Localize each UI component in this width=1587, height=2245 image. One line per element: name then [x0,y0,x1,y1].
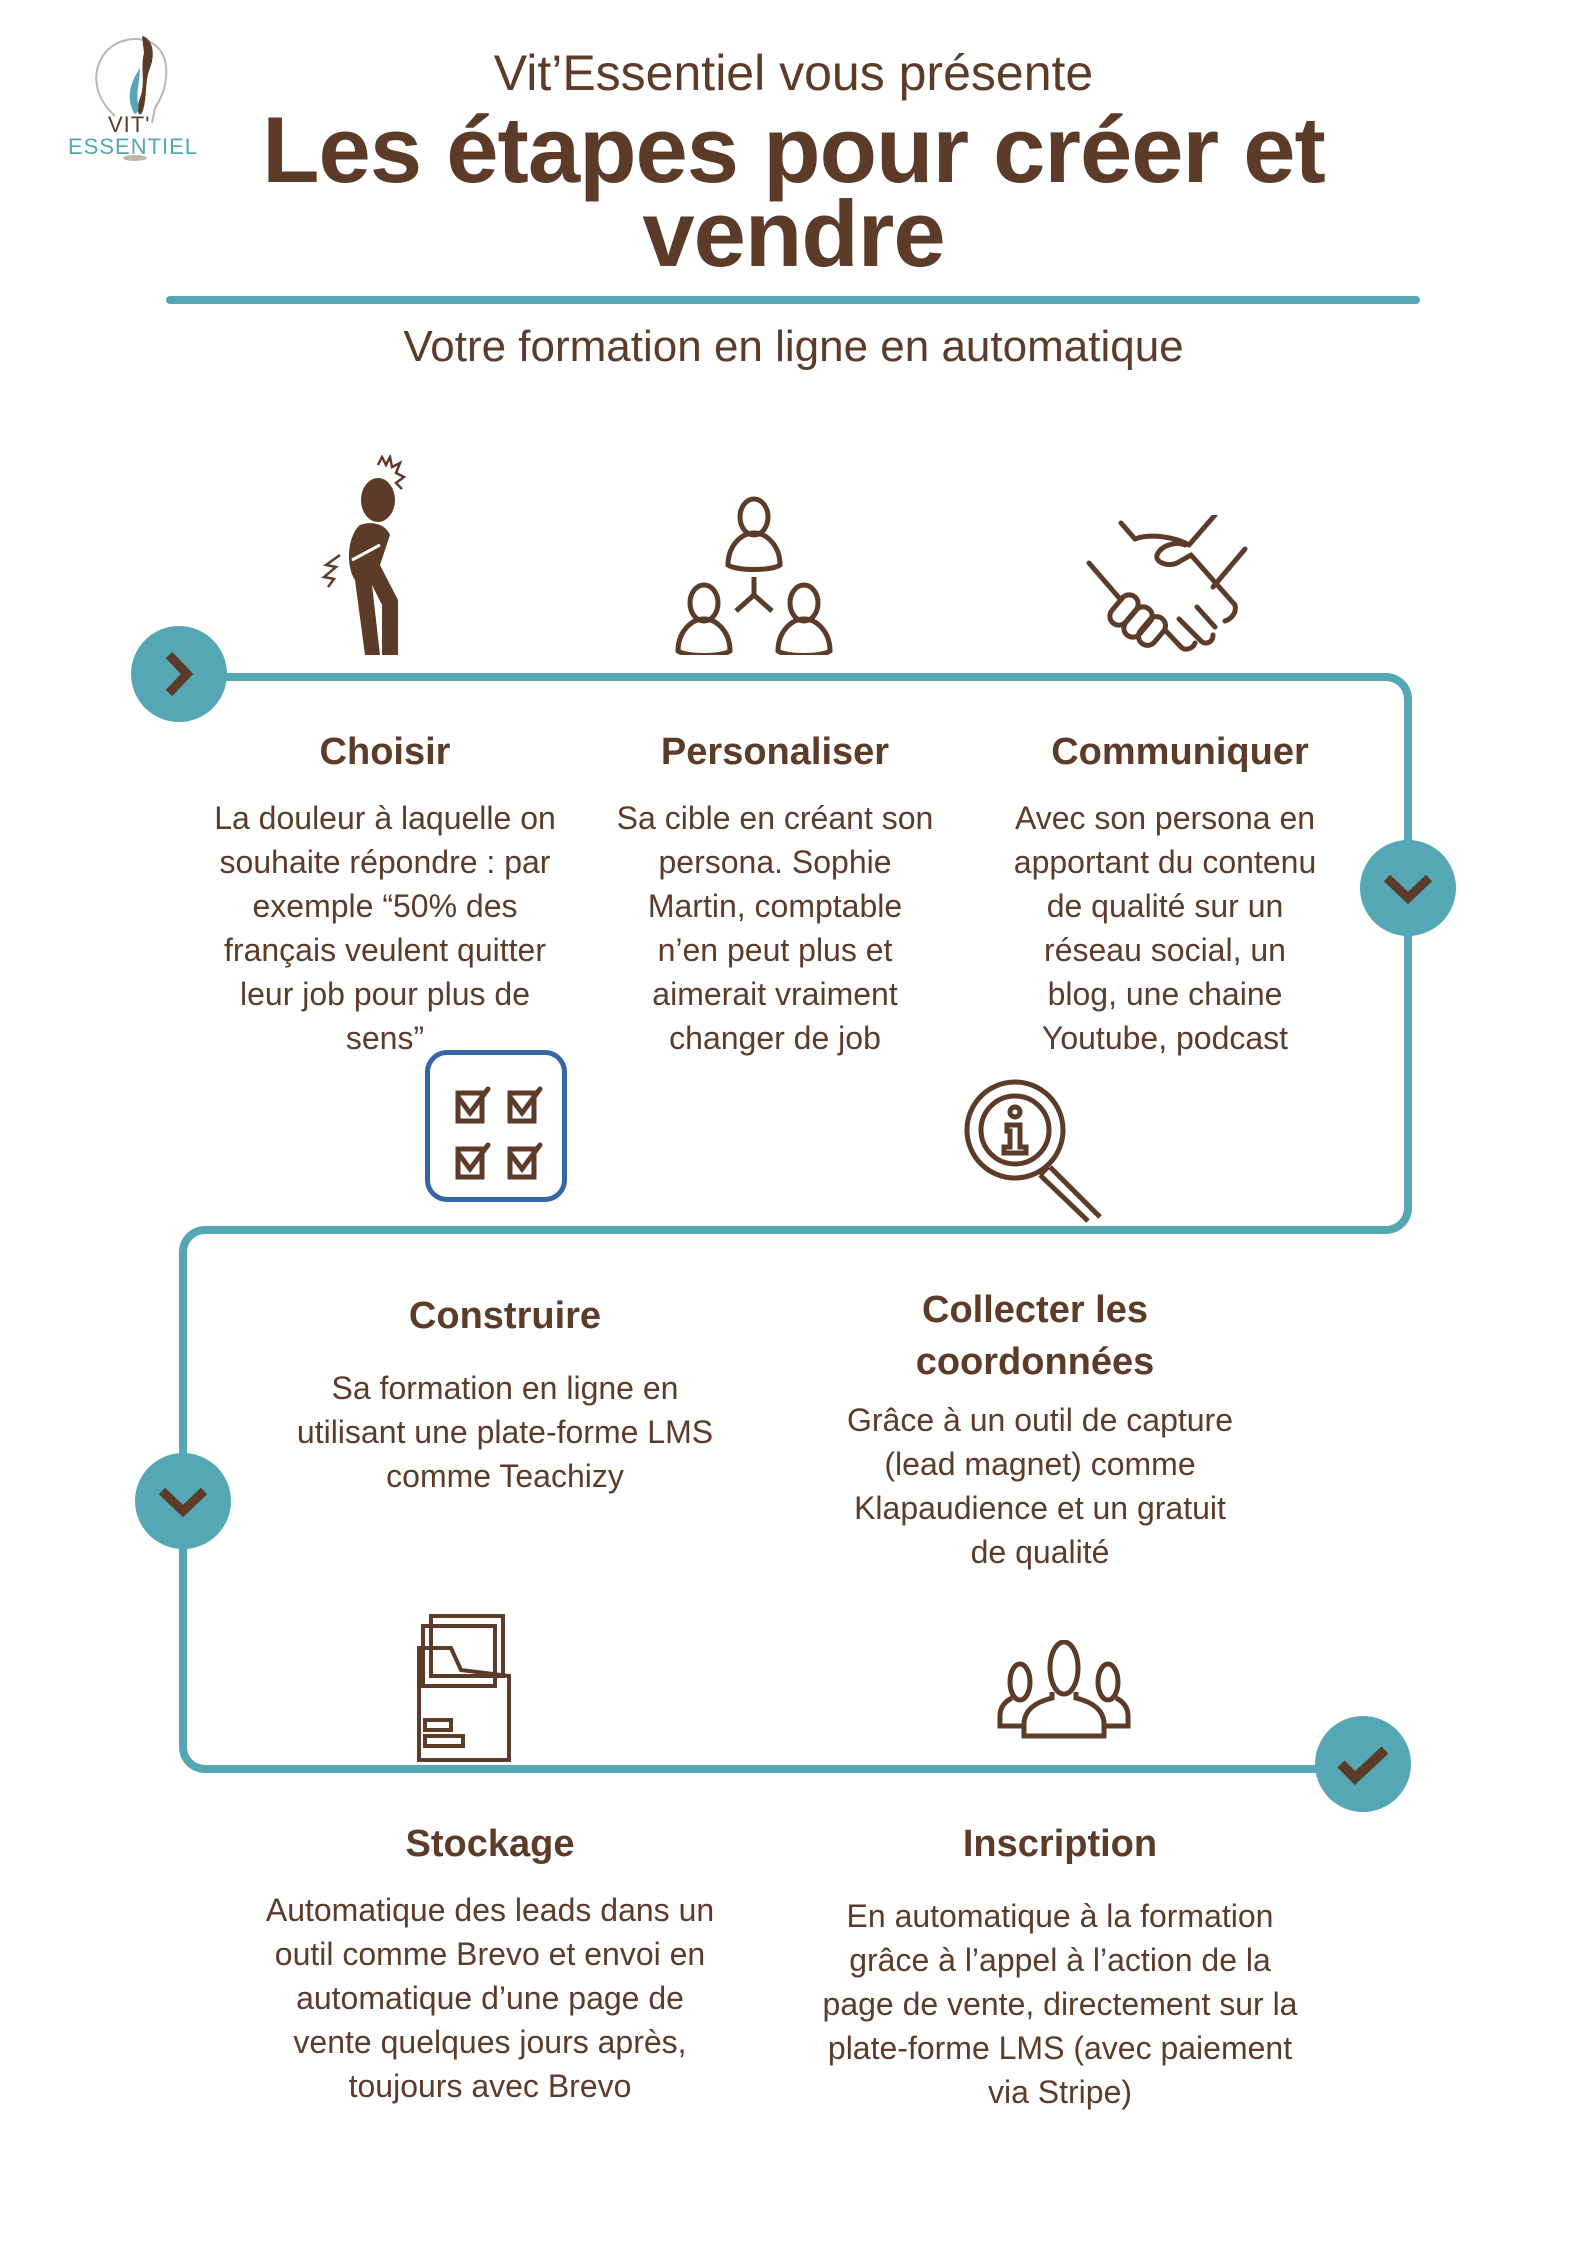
turn-marker-left [135,1453,231,1549]
page-title: Les étapes pour créer et vendre [0,97,1587,286]
logo-text-essentiel: ESSENTIEL [68,134,199,159]
desc-line: En automatique à la formation [846,1898,1274,1934]
folder-documents-icon [417,1614,511,1762]
step-desc-construire: Sa formation en ligne en utilisant une p… [255,1366,755,1498]
step-title-line: Collecter les [922,1289,1148,1331]
step-title-inscription: Inscription [962,1823,1158,1865]
step-title-personaliser: Personaliser [660,731,890,773]
start-marker [131,626,227,722]
step-desc-choisir: La douleur à laquelle on souhaite répond… [185,796,585,1060]
desc-line: comme Teachizy [386,1458,624,1494]
track-row2 [225,1226,1365,1234]
title-divider [166,296,1420,304]
desc-line: apportant du contenu [1013,844,1317,880]
logo: VIT' ESSENTIEL [60,28,210,168]
desc-line: changer de job [669,1020,881,1056]
step-desc-inscription: En automatique à la formation grâce à l’… [790,1894,1330,2114]
desc-line: via Stripe) [987,2074,1133,2110]
page-title-line1: Les étapes pour créer et [262,97,1326,202]
desc-line: Automatique des leads dans un [265,1892,715,1928]
desc-line: aimerait vraiment [652,976,898,1012]
step-desc-collecter: Grâce à un outil de capture (lead magnet… [830,1398,1250,1574]
step-title-line: coordonnées [915,1341,1155,1383]
logo-text-vit: VIT' [108,112,151,137]
step-desc-personaliser: Sa cible en créant son persona. Sophie M… [585,796,965,1060]
page-title-line2: vendre [642,181,945,286]
desc-line: toujours avec Brevo [348,2068,632,2104]
desc-line: n’en peut plus et [657,932,893,968]
user-group-icon [997,1640,1131,1739]
step-title-stockage: Stockage [405,1823,575,1865]
desc-line: souhaite répondre : par [219,844,551,880]
desc-line: Avec son persona en [1014,800,1316,836]
desc-line: utilisant une plate-forme LMS [296,1414,714,1450]
desc-line: (lead magnet) comme [884,1446,1196,1482]
chevron-right-icon [165,651,194,697]
track-row1 [220,673,1385,681]
handshake-icon [1086,515,1248,652]
track-corner-mid-right [1360,1190,1412,1234]
desc-line: persona. Sophie [658,844,892,880]
desc-line: leur job pour plus de [240,976,530,1012]
chevron-down-icon [1383,874,1433,905]
desc-line: plate-forme LMS (avec paiement [827,2030,1293,2066]
track-right-vertical [1404,720,1412,1210]
track-corner-bottom-left [179,1725,231,1773]
people-network-icon [675,496,833,655]
track-corner-top-right [1360,673,1412,725]
magnifier-info-icon [964,1079,1102,1223]
desc-line: outil comme Brevo et envoi en [274,1936,706,1972]
step-title-communiquer: Communiquer [1051,731,1309,773]
desc-line: Grâce à un outil de capture [846,1402,1233,1438]
desc-line: blog, une chaine [1047,976,1283,1012]
desc-line: automatique d’une page de [296,1980,684,2016]
desc-line: sens” [345,1020,425,1056]
desc-line: page de vente, directement sur la [822,1986,1298,2022]
end-marker [1315,1716,1411,1812]
desc-line: Sa cible en créant son [616,800,934,836]
step-title-collecter: Collecter les coordonnées [835,1284,1235,1388]
desc-line: de qualité sur un [1046,888,1284,924]
desc-line: Youtube, podcast [1041,1020,1289,1056]
track-corner-mid-left [179,1226,231,1278]
desc-line: Sa formation en ligne en [331,1370,679,1406]
desc-line: de qualité [970,1534,1110,1570]
step-title-construire: Construire [408,1295,602,1337]
person-in-pain-icon [321,455,407,655]
desc-line: français veulent quitter [224,932,546,968]
turn-marker-right [1360,840,1456,936]
page-subtitle: Votre formation en ligne en automatique [403,322,1184,371]
checkmark-icon [1337,1746,1389,1785]
track-row3 [225,1765,1325,1773]
desc-line: La douleur à laquelle on [214,800,556,836]
desc-line: Martin, comptable [647,888,903,924]
desc-line: Klapaudience et un gratuit [854,1490,1226,1526]
desc-line: vente quelques jours après, [293,2024,687,2060]
desc-line: exemple “50% des [252,888,518,924]
presenter-line: Vit’Essentiel vous présente [493,45,1094,101]
lightbulb-logo-icon [95,36,168,161]
checklist-icon [425,1050,567,1202]
desc-line: grâce à l’appel à l’action de la [849,1942,1271,1978]
step-desc-stockage: Automatique des leads dans un outil comm… [225,1888,755,2108]
step-desc-communiquer: Avec son persona en apportant du contenu… [975,796,1355,1060]
chevron-down-icon [158,1487,208,1518]
step-title-choisir: Choisir [319,731,451,773]
checkbox-grid-icon [455,1086,543,1180]
desc-line: réseau social, un [1044,932,1286,968]
